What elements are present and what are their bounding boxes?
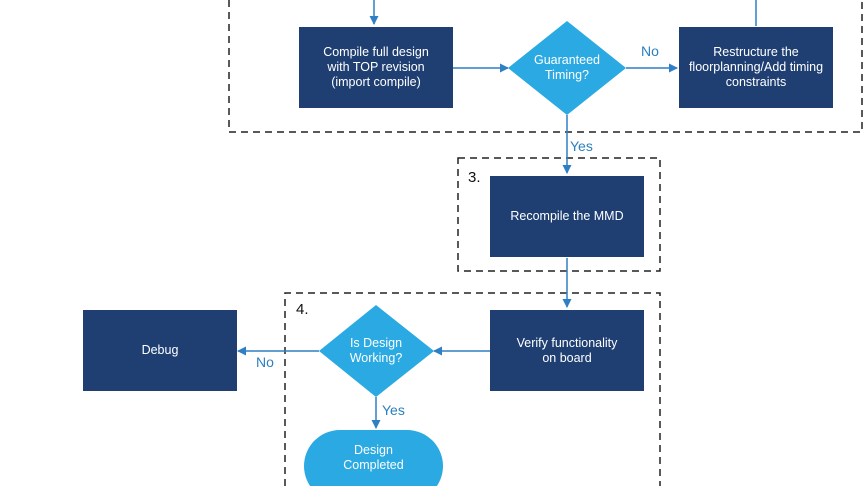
design-completed-terminal: Design Completed [304, 430, 443, 486]
debug-box: Debug [83, 310, 237, 391]
recompile-mmd-box: Recompile the MMD [490, 176, 644, 257]
restructure-floorplanning-label: Restructure the floorplanning/Add timing… [688, 45, 824, 89]
recompile-mmd-label: Recompile the MMD [510, 209, 624, 223]
step-3-label: 3. [468, 169, 481, 186]
design-completed-label: Design Completed [343, 443, 404, 472]
restructure-floorplanning-box: Restructure the floorplanning/Add timing… [679, 27, 833, 108]
working-no-label: No [256, 354, 274, 370]
guaranteed-timing-label: Guaranteed Timing? [533, 53, 601, 82]
guaranteed-timing-decision-shape [508, 21, 626, 115]
step2-group-frame [228, 0, 863, 133]
verify-functionality-box: Verify functionality on board [490, 310, 644, 391]
is-design-working-decision-shape [319, 305, 434, 397]
is-design-working-label: Is Design Working? [349, 336, 403, 365]
working-yes-label: Yes [382, 402, 405, 418]
step-4-label: 4. [296, 301, 309, 318]
step3-group-frame [457, 157, 661, 272]
compile-full-design-box: Compile full design with TOP revision (i… [299, 27, 453, 108]
timing-yes-label: Yes [570, 138, 593, 154]
debug-label: Debug [141, 343, 179, 357]
verify-functionality-label: Verify functionality on board [516, 335, 618, 365]
compile-full-design-label: Compile full design with TOP revision (i… [323, 45, 429, 89]
step4-group-frame [284, 292, 661, 486]
timing-no-label: No [641, 43, 659, 59]
